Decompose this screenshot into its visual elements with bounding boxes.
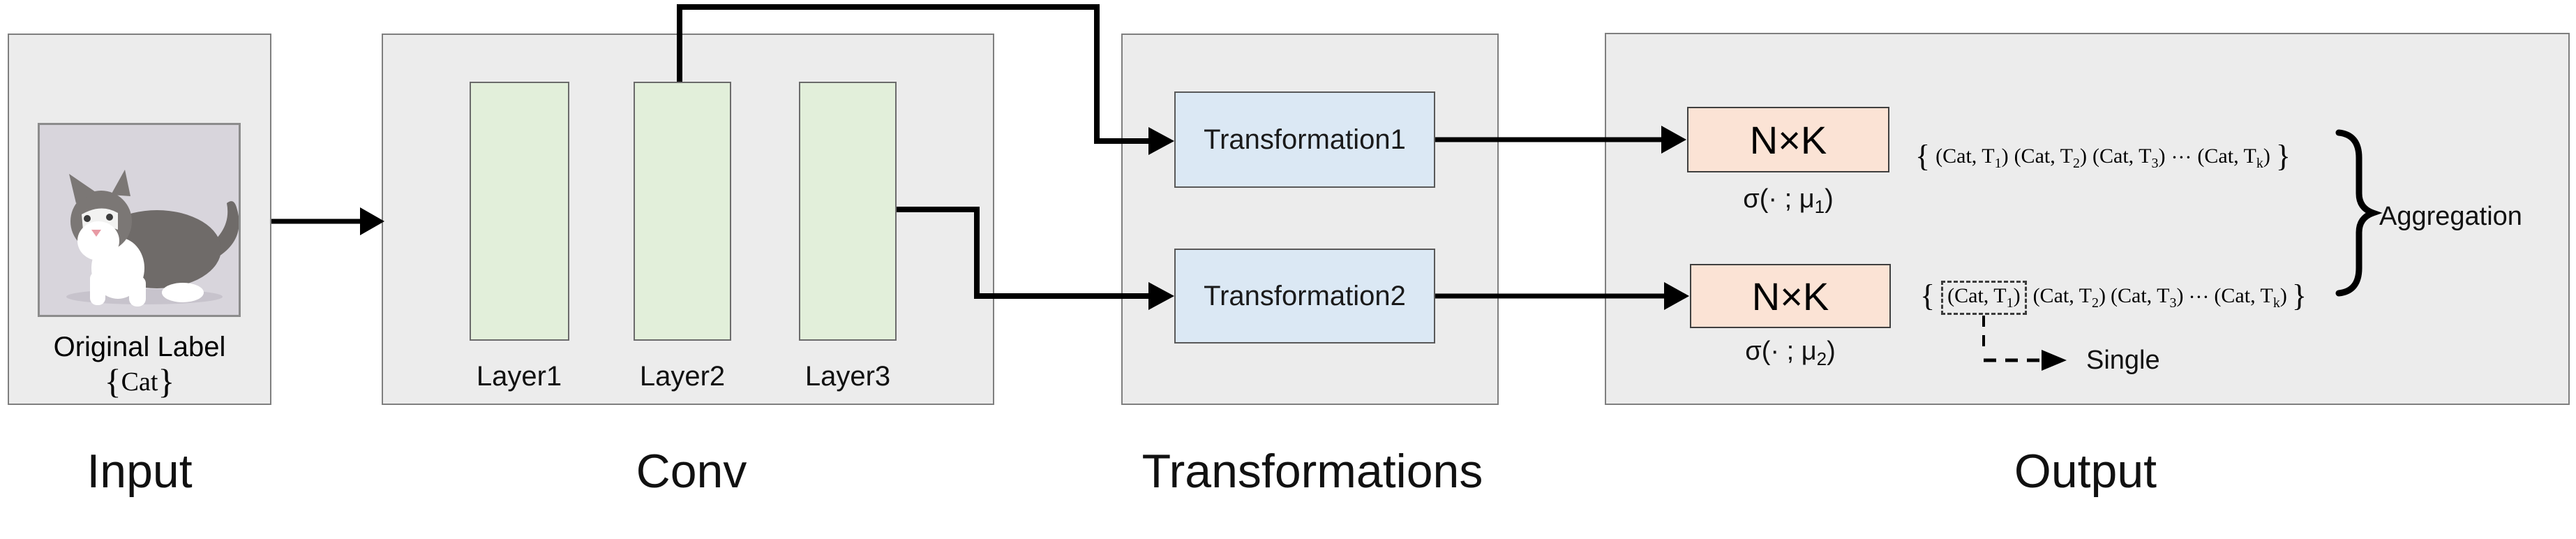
row1-tuple-3: (Cat, T3) [2092, 144, 2166, 171]
tuple-set-row2: { (Cat, T1) (Cat, T2) (Cat, T3) ··· (Cat… [1920, 274, 2307, 321]
conv-layer1-block [470, 82, 569, 341]
tuple-set-row1: { (Cat, T1) (Cat, T2) (Cat, T3) ··· (Cat… [1915, 134, 2291, 182]
row2-tuple-k: (Cat, Tk) [2214, 283, 2287, 311]
original-label: Original Label [53, 332, 226, 362]
row1-close-brace: } [2275, 139, 2291, 173]
sigma-2-post: ) [1827, 337, 1836, 366]
aggregation-label: Aggregation [2379, 202, 2522, 231]
row1-tuple-1: (Cat, T1) [1935, 144, 2009, 171]
output-caption: Output [2014, 445, 2157, 498]
transformations-panel [1121, 34, 1499, 405]
conv-layer3-block [799, 82, 897, 341]
row1-ellipsis: ··· [2171, 146, 2192, 169]
conv-layer3-label: Layer3 [804, 361, 891, 392]
conv-caption: Conv [636, 445, 747, 498]
row2-open-brace: { [1920, 279, 1935, 313]
nxk-box-2: N×K [1690, 264, 1891, 328]
row1-open-brace: { [1915, 139, 1931, 173]
row2-tuple-1-highlighted: (Cat, T1) [1941, 280, 2027, 315]
sigma-2: σ(· ; μ2) [1690, 336, 1891, 374]
set-open-brace: { [104, 362, 121, 401]
sigma-1-sub: 1 [1814, 196, 1825, 217]
sigma-2-sub: 2 [1816, 348, 1827, 369]
set-word: Cat [121, 367, 158, 397]
row1-tuple-2: (Cat, T2) [2014, 144, 2087, 171]
single-label: Single [2086, 346, 2160, 375]
nxk-box-1: N×K [1687, 107, 1889, 172]
transformation1-box: Transformation1 [1174, 91, 1435, 188]
original-label-set: {Cat} [8, 363, 271, 400]
cat-illustration [40, 125, 239, 315]
input-caption: Input [87, 445, 193, 498]
row2-ellipsis: ··· [2188, 286, 2210, 309]
transformations-caption: Transformations [1141, 445, 1483, 498]
cat-photo [38, 123, 241, 317]
row2-tuple-2: (Cat, T2) [2032, 283, 2106, 311]
conv-layer2-block [634, 82, 731, 341]
transformation2-box: Transformation2 [1174, 249, 1435, 344]
output-panel [1605, 33, 2570, 405]
conv-layer1-label: Layer1 [476, 361, 562, 392]
row2-close-brace: } [2291, 279, 2307, 313]
sigma-1: σ(· ; μ1) [1687, 184, 1889, 222]
set-close-brace: } [158, 362, 175, 401]
sigma-2-pre: σ(· ; μ [1745, 337, 1817, 366]
row1-tuple-k: (Cat, Tk) [2197, 144, 2270, 171]
conv-layer2-label: Layer2 [639, 361, 726, 392]
sigma-1-post: ) [1825, 184, 1834, 214]
sigma-1-pre: σ(· ; μ [1743, 184, 1815, 214]
row2-tuple-3: (Cat, T3) [2111, 283, 2184, 311]
arrow-input-to-conv [271, 207, 384, 235]
